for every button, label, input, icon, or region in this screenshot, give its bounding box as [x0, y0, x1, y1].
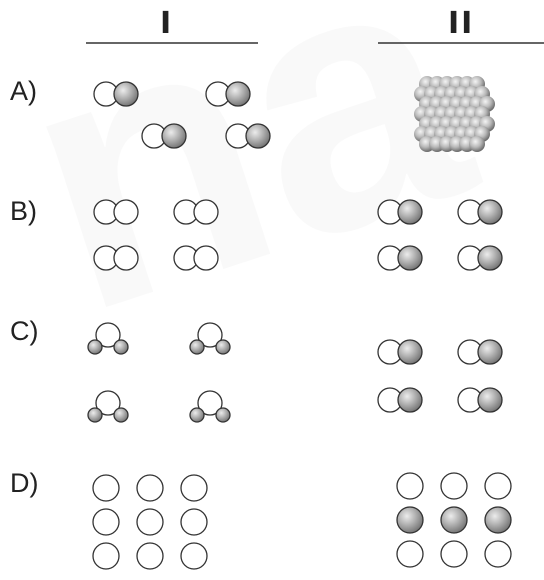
row-label-a: A) — [10, 76, 37, 106]
c-I-molecule-3-atom-left — [87, 407, 103, 423]
b-II-molecule-2-atom-shaded — [477, 199, 503, 225]
a-I-molecule-3-atom-shaded — [161, 123, 187, 149]
c-I-molecule-1-atom-right — [113, 339, 129, 355]
d-I-atom — [92, 542, 120, 570]
c-I-molecule-4-central-atom — [197, 390, 223, 416]
d-II-atom — [484, 506, 512, 534]
c-I-molecule-4-atom-right — [215, 407, 231, 423]
row-label-b: B) — [10, 196, 37, 226]
row-label-d: D) — [10, 468, 39, 498]
c-II-molecule-1-atom-shaded — [397, 339, 423, 365]
b-I-molecule-3-atom-2 — [113, 245, 139, 271]
b-I-molecule-2-atom-2 — [193, 199, 219, 225]
c-I-molecule-4-atom-left — [189, 407, 205, 423]
a-II-cluster-atom — [469, 136, 485, 152]
b-I-molecule-1-atom-2 — [113, 199, 139, 225]
d-I-atom — [180, 508, 208, 536]
d-II-atom — [484, 540, 512, 568]
c-II-molecule-3-atom-shaded — [397, 387, 423, 413]
d-I-atom — [136, 542, 164, 570]
column-header-I: I — [160, 6, 174, 41]
b-II-molecule-3-atom-shaded — [397, 245, 423, 271]
d-II-atom — [440, 540, 468, 568]
d-II-atom — [396, 506, 424, 534]
a-I-molecule-2-atom-shaded — [225, 81, 251, 107]
d-I-atom — [180, 474, 208, 502]
d-I-atom — [92, 508, 120, 536]
d-II-atom — [440, 472, 468, 500]
c-I-molecule-2-atom-left — [189, 339, 205, 355]
b-II-molecule-1-atom-shaded — [397, 199, 423, 225]
d-II-atom — [440, 506, 468, 534]
a-I-molecule-1-atom-shaded — [113, 81, 139, 107]
c-II-molecule-2-atom-shaded — [477, 339, 503, 365]
c-I-molecule-2-atom-right — [215, 339, 231, 355]
c-II-molecule-4-atom-shaded — [477, 387, 503, 413]
c-I-molecule-3-atom-right — [113, 407, 129, 423]
d-II-atom — [396, 472, 424, 500]
column-header-II: II — [448, 6, 475, 41]
d-I-atom — [180, 542, 208, 570]
c-I-molecule-3-central-atom — [95, 390, 121, 416]
d-I-atom — [136, 508, 164, 536]
a-I-molecule-4-atom-shaded — [245, 123, 271, 149]
c-I-molecule-1-atom-left — [87, 339, 103, 355]
b-II-molecule-4-atom-shaded — [477, 245, 503, 271]
d-II-atom — [484, 472, 512, 500]
b-I-molecule-4-atom-2 — [193, 245, 219, 271]
d-II-atom — [396, 540, 424, 568]
row-label-c: C) — [10, 316, 39, 346]
d-I-atom — [92, 474, 120, 502]
d-I-atom — [136, 474, 164, 502]
c-I-molecule-2-central-atom — [197, 322, 223, 348]
c-I-molecule-1-central-atom — [95, 322, 121, 348]
